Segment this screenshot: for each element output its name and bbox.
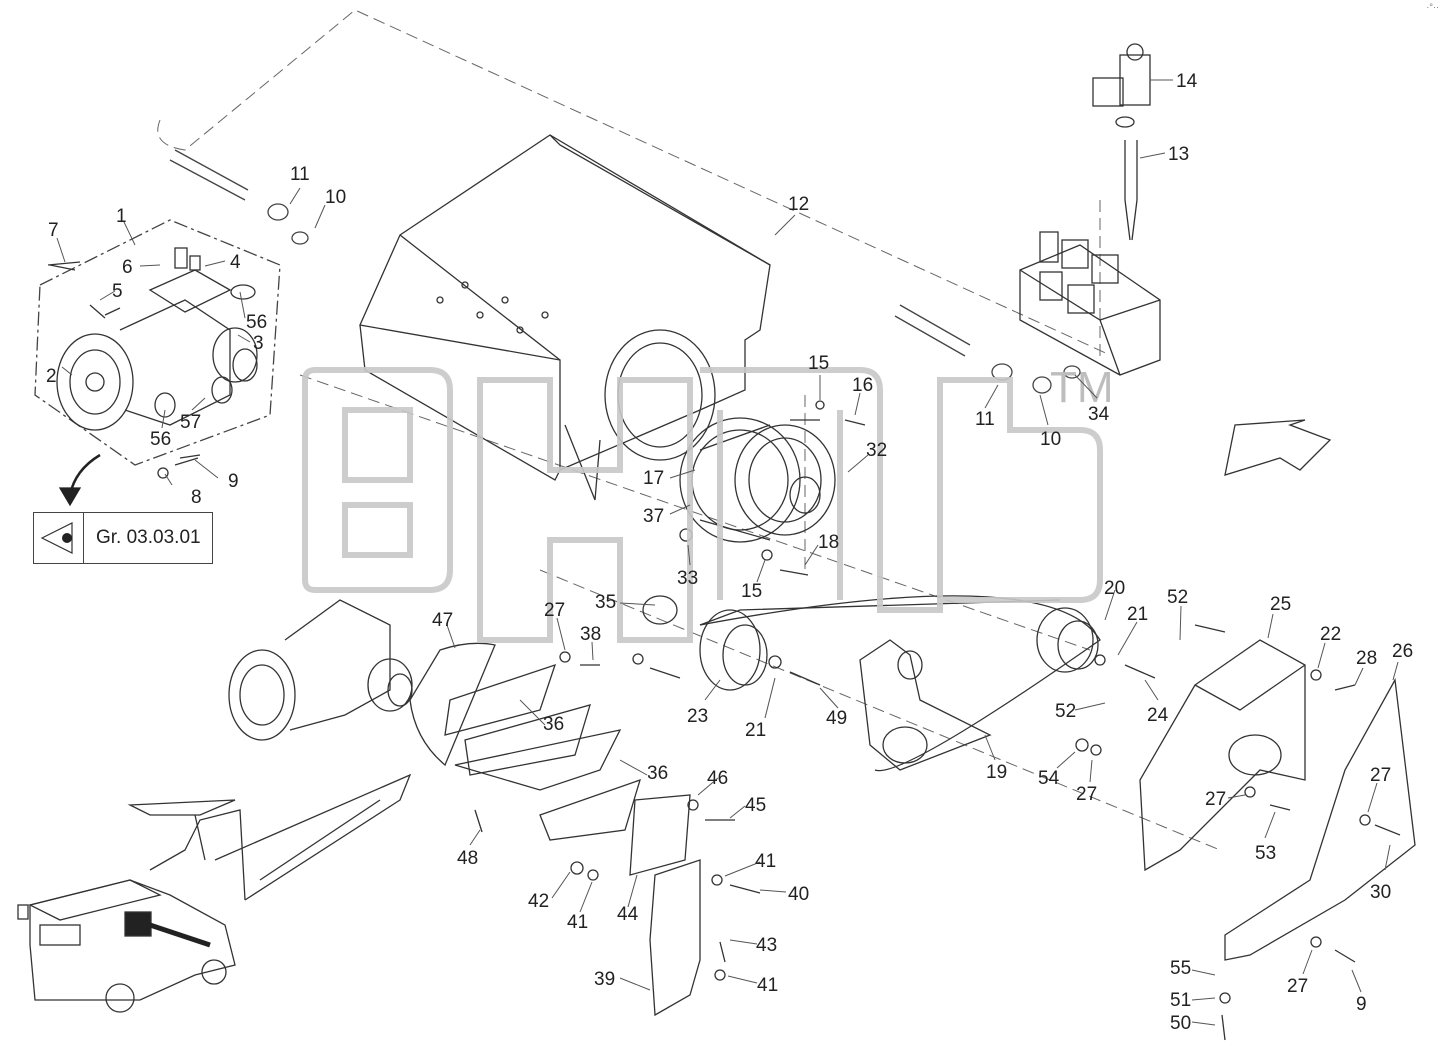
callout-27d: 27 [1205, 789, 1226, 810]
mounting-bracket [629, 794, 701, 1017]
view-eye-icon [34, 513, 84, 563]
callout-13: 13 [1168, 144, 1189, 165]
callout-26: 26 [1392, 641, 1413, 662]
callout-46: 46 [707, 768, 728, 789]
side-guard [1139, 639, 1416, 961]
callout-9: 9 [228, 471, 239, 492]
callout-47: 47 [432, 610, 453, 631]
callout-10: 10 [325, 187, 346, 208]
callout-49: 49 [826, 708, 847, 729]
callout-30: 30 [1370, 882, 1391, 903]
callout-56: 56 [246, 312, 267, 333]
callout-12: 12 [788, 194, 809, 215]
callout-11b: 11 [975, 409, 995, 430]
callout-28: 28 [1356, 648, 1377, 669]
solenoid-valve [1092, 43, 1151, 241]
callout-42: 42 [528, 891, 549, 912]
callout-20: 20 [1104, 578, 1125, 599]
callout-56b: 56 [150, 429, 171, 450]
callout-27e: 27 [1287, 976, 1308, 997]
callout-5: 5 [112, 281, 123, 302]
hose-right [894, 304, 1081, 394]
callout-4: 4 [230, 252, 241, 273]
callout-21b: 21 [745, 720, 766, 741]
callout-6: 6 [122, 257, 133, 278]
callout-34: 34 [1088, 404, 1110, 425]
callout-27c: 27 [1370, 765, 1391, 786]
callout-52: 52 [1167, 587, 1188, 608]
machine-overview [17, 773, 412, 1013]
callout-17: 17 [643, 468, 664, 489]
callout-38: 38 [580, 624, 601, 645]
callout-9b: 9 [1356, 994, 1367, 1015]
callout-54: 54 [1038, 768, 1060, 789]
callout-52b: 52 [1055, 701, 1076, 722]
group-reference-label: Gr. 03.03.01 [96, 527, 201, 548]
cover-segments [409, 642, 641, 841]
callout-39: 39 [594, 969, 615, 990]
callout-53: 53 [1255, 843, 1276, 864]
callout-19: 19 [986, 762, 1007, 783]
callout-36: 36 [543, 714, 564, 735]
callout-27: 27 [544, 600, 565, 621]
drum-motor [679, 417, 836, 543]
gearbox-assembly [34, 219, 281, 466]
callout-44: 44 [617, 904, 639, 925]
belt-drive [642, 595, 1101, 772]
trademark-mark: TM [1050, 363, 1114, 412]
callout-45: 45 [745, 795, 766, 816]
callout-14: 14 [1176, 71, 1198, 92]
callout-24: 24 [1147, 705, 1169, 726]
callout-51: 51 [1170, 990, 1191, 1011]
callout-37: 37 [643, 506, 664, 527]
callout-50: 50 [1170, 1013, 1191, 1034]
corner-mark: ·°·· [1426, 2, 1439, 12]
drum-housing [359, 134, 771, 501]
callout-3: 3 [253, 333, 264, 354]
callout-15: 15 [808, 353, 829, 374]
callout-43: 43 [756, 935, 777, 956]
callout-41b: 41 [567, 912, 588, 933]
callout-32: 32 [866, 440, 887, 461]
callout-41c: 41 [757, 975, 778, 996]
callout-41: 41 [755, 851, 776, 872]
callout-15b: 15 [741, 581, 762, 602]
callout-18: 18 [818, 532, 839, 553]
watermark [302, 367, 1103, 643]
callout-27b: 27 [1076, 784, 1097, 805]
callout-55: 55 [1170, 958, 1191, 979]
hose-left [169, 149, 309, 245]
callout-10b: 10 [1040, 429, 1061, 450]
callout-7: 7 [48, 220, 59, 241]
callout-22: 22 [1320, 624, 1341, 645]
callout-2: 2 [46, 366, 57, 387]
callout-35: 35 [595, 592, 616, 613]
callout-16: 16 [852, 375, 873, 396]
callout-33: 33 [677, 568, 698, 589]
callout-57: 57 [180, 412, 201, 433]
callout-36b: 36 [647, 763, 668, 784]
fasteners [47, 261, 1401, 1041]
callout-48: 48 [457, 848, 478, 869]
callout-21: 21 [1127, 604, 1148, 625]
callout-25: 25 [1270, 594, 1291, 615]
callout-1: 1 [116, 206, 127, 227]
callout-8: 8 [191, 487, 202, 508]
direction-arrow [1224, 419, 1332, 476]
group-reference-box[interactable]: Gr. 03.03.01 [33, 512, 213, 564]
gearbox-view [228, 599, 413, 741]
callout-23: 23 [687, 706, 708, 727]
valve-block [1019, 231, 1161, 376]
callout-11: 11 [290, 164, 310, 185]
callout-40: 40 [788, 884, 809, 905]
